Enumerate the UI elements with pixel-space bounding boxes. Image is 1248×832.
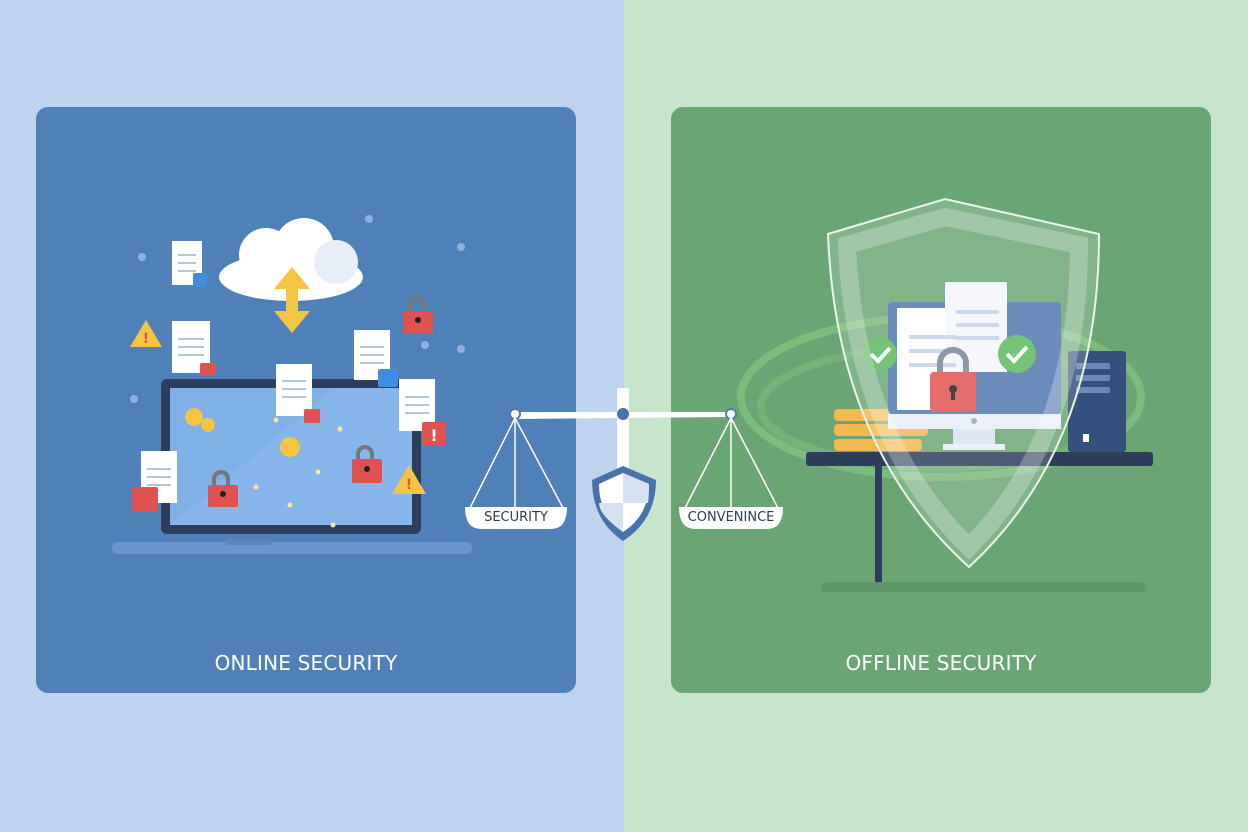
padlock-icon xyxy=(930,347,976,412)
warning-icon: ! xyxy=(130,320,162,347)
checkmark-icon xyxy=(998,335,1036,373)
convenience-scale-label: CONVENINCE xyxy=(687,510,775,525)
warning-icon: ! xyxy=(392,465,426,494)
checkmark-icon xyxy=(863,337,897,371)
shield-icon xyxy=(826,197,1101,569)
offline-illustration xyxy=(737,197,1153,592)
svg-text:!: ! xyxy=(143,331,149,347)
online-illustration: ! ! ! xyxy=(112,215,472,554)
offline-security-panel: OFFLINE SECURITY xyxy=(671,107,1211,693)
alert-badge-icon xyxy=(200,363,216,375)
upload-download-arrow-icon xyxy=(274,267,310,333)
share-badge-icon xyxy=(378,369,398,387)
alert-badge-icon xyxy=(422,422,446,446)
alert-badge-icon xyxy=(304,409,320,423)
online-security-panel: ! ! ! xyxy=(36,107,576,693)
desk-icon xyxy=(806,452,1153,592)
online-security-title: ONLINE SECURITY xyxy=(214,651,398,675)
broken-file-icon xyxy=(132,487,158,511)
network-nodes-icon xyxy=(253,417,343,528)
padlock-icon xyxy=(208,470,238,507)
padlock-icon xyxy=(403,296,433,333)
padlock-icon xyxy=(352,445,382,483)
security-scale-label: SECURITY xyxy=(484,510,548,525)
svg-text:!: ! xyxy=(406,477,412,493)
svg-text:!: ! xyxy=(430,426,437,445)
refresh-badge-icon xyxy=(193,273,207,287)
decorative-dots-icon xyxy=(130,215,465,403)
offline-security-title: OFFLINE SECURITY xyxy=(845,651,1037,675)
chain-link-icon xyxy=(185,408,300,457)
